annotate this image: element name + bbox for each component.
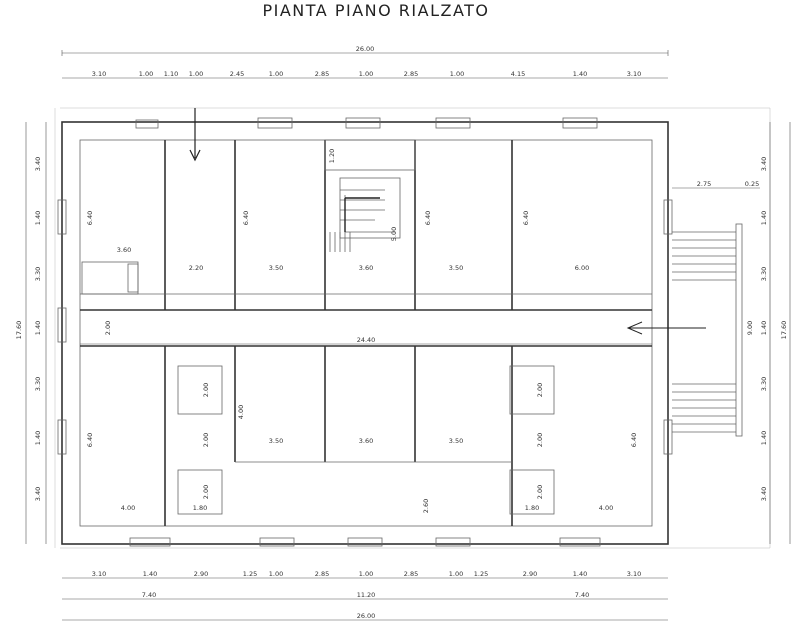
b5-height: 6.40 [630,433,638,447]
right-dim-2: 1.40 [760,211,768,225]
bath1-height: 2.00 [202,383,210,397]
top-dim-1: 3.10 [92,70,106,78]
top-dim-6: 1.00 [269,70,283,78]
bottom-dim-2: 1.40 [143,570,157,578]
top-dim-11: 4.15 [511,70,525,78]
left-total-dim: 17.60 [15,321,23,340]
bath2-height: 2.00 [536,383,544,397]
b2-width: 3.50 [269,437,283,445]
stair-h1: 1.20 [328,149,336,163]
bottom-dim-7: 1.00 [359,570,373,578]
bottom-dim-10: 1.25 [474,570,488,578]
r1-width: 3.60 [117,246,131,254]
b5-width: 4.00 [599,504,613,512]
bath1-height-2: 2.00 [202,433,210,447]
b3-width: 3.60 [359,437,373,445]
bottom-dim-4: 1.25 [243,570,257,578]
b2-height: 4.00 [237,405,245,419]
left-dim-2: 1.40 [34,211,42,225]
r5-width: 6.00 [575,264,589,272]
b1-height: 6.40 [86,433,94,447]
bottom-dim-8: 2.85 [404,570,418,578]
top-dim-2: 1.00 [139,70,153,78]
b4-width: 3.50 [449,437,463,445]
r4-height: 6.40 [424,211,432,225]
stair-dim-a: 2.75 [697,180,711,188]
r3-width: 3.50 [269,264,283,272]
bottom-dim-9: 1.00 [449,570,463,578]
r2-width: 2.20 [189,264,203,272]
r3-height: 6.40 [242,211,250,225]
bottom-dim-11: 2.90 [523,570,537,578]
bottom-total-dim: 26.00 [357,612,376,620]
top-dim-4: 1.00 [189,70,203,78]
top-dim-9: 2.85 [404,70,418,78]
bath2-height-2: 2.00 [536,433,544,447]
bath2-width: 1.80 [525,504,539,512]
bottom-dim-1: 3.10 [92,570,106,578]
right-dim-1: 3.40 [760,157,768,171]
bath1-width: 1.80 [193,504,207,512]
top-dim-8: 1.00 [359,70,373,78]
top-dim-5: 2.45 [230,70,244,78]
bottom-dim-5: 1.00 [269,570,283,578]
right-dim-3: 3.30 [760,267,768,281]
r1-height: 6.40 [86,211,94,225]
plan-title: PIANTA PIANO RIALZATO [262,1,489,20]
stair-h2: 5.00 [390,227,398,241]
bottom-group-1: 7.40 [142,591,156,599]
corridor-width: 24.40 [357,336,376,344]
bottom-dim-12: 1.40 [573,570,587,578]
bottom-dim-6: 2.85 [315,570,329,578]
left-dim-6: 1.40 [34,431,42,445]
top-dim-7: 2.85 [315,70,329,78]
right-dim-7: 3.40 [760,487,768,501]
left-dim-4: 1.40 [34,321,42,335]
building-walls [57,108,706,547]
right-dim-5: 3.30 [760,377,768,391]
top-dim-3: 1.10 [164,70,178,78]
bath1-height-3: 2.00 [202,485,210,499]
top-dim-12: 1.40 [573,70,587,78]
bottom-dimensions: 3.10 1.40 2.90 1.25 1.00 2.85 1.00 2.85 … [62,570,668,621]
bottom-group-3: 7.40 [575,591,589,599]
stair-width-dim: 9.00 [746,321,754,335]
room-dimensions: 6.40 3.60 2.20 6.40 3.50 1.20 5.00 3.60 … [80,149,652,513]
top-dim-13: 3.10 [627,70,641,78]
bottom-dim-13: 3.10 [627,570,641,578]
b3-height: 2.60 [422,499,430,513]
bath2-height-3: 2.00 [536,485,544,499]
bottom-dim-3: 2.90 [194,570,208,578]
right-dimensions: 3.40 1.40 3.30 1.40 3.30 1.40 3.40 17.60 [760,122,791,544]
external-stairs: 2.75 0.25 9.00 [672,180,760,437]
r4-width: 3.50 [449,264,463,272]
right-total-dim: 17.60 [780,321,788,340]
b1-width: 4.00 [121,504,135,512]
left-dim-1: 3.40 [34,157,42,171]
r5-height: 6.40 [522,211,530,225]
top-dim-10: 1.00 [450,70,464,78]
corridor-height: 2.00 [104,321,112,335]
left-dim-5: 3.30 [34,377,42,391]
bottom-group-2: 11.20 [357,591,376,599]
stair-dim-b: 0.25 [745,180,759,188]
stair-width: 3.60 [359,264,373,272]
left-dim-7: 3.40 [34,487,42,501]
top-dimensions: 26.00 3.10 1.00 1.10 1.00 2.45 1.00 2.85… [61,45,669,79]
left-dim-3: 3.30 [34,267,42,281]
left-dimensions: 3.40 1.40 3.30 1.40 3.30 1.40 3.40 17.60 [15,122,47,544]
right-dim-6: 1.40 [760,431,768,445]
top-total-dim: 26.00 [356,45,375,53]
right-dim-4: 1.40 [760,321,768,335]
